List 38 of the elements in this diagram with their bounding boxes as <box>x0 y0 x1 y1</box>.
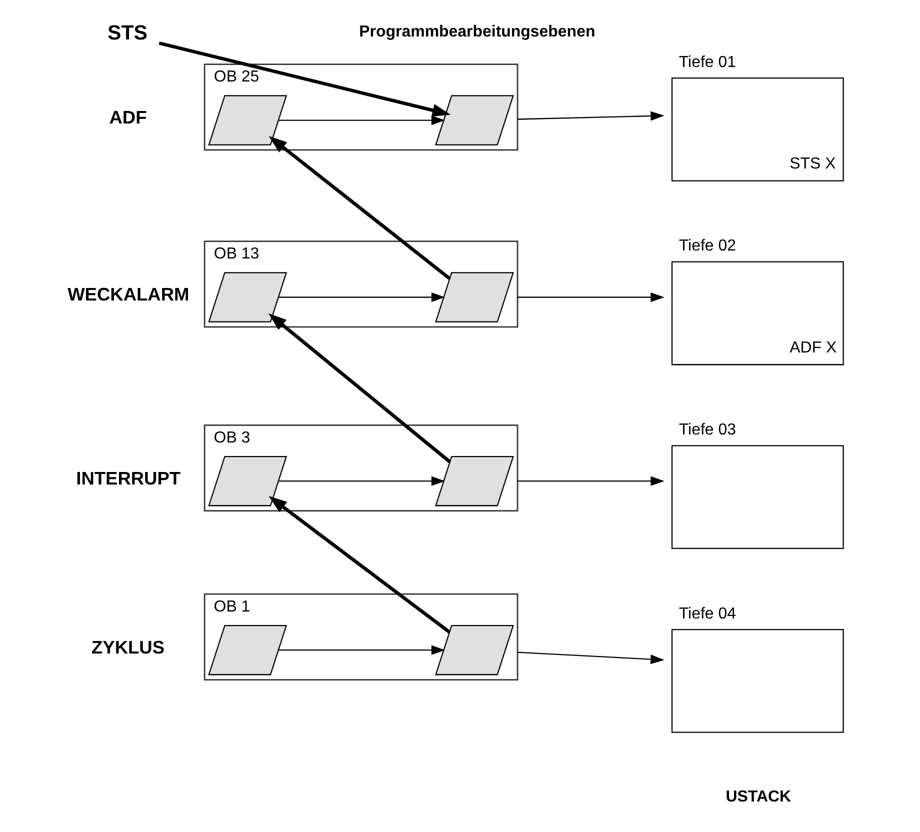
node-box <box>208 95 288 146</box>
node-label: ZYKLUS <box>92 636 165 658</box>
node-box: STS X <box>671 77 844 182</box>
label: USTACK <box>726 788 792 806</box>
node-label: Tiefe 04 <box>678 605 736 622</box>
label: Programmbearbeitungsebenen <box>359 24 596 41</box>
arrow <box>268 136 451 280</box>
node-box <box>208 272 288 322</box>
arrow <box>518 476 664 486</box>
node-box <box>208 624 288 676</box>
cluster: OB 13 <box>204 240 518 328</box>
arrow <box>278 115 446 126</box>
node-box <box>671 628 844 733</box>
node-box <box>435 456 514 506</box>
cluster: OB 25 <box>204 64 518 151</box>
cluster: OB 1 <box>204 593 518 680</box>
arrow <box>518 652 664 664</box>
node-box <box>435 272 514 322</box>
node-box <box>208 456 288 506</box>
node-label: Tiefe 01 <box>678 54 736 71</box>
arrow <box>158 41 451 117</box>
arrow <box>278 645 446 655</box>
node-label: INTERRUPT <box>76 467 181 488</box>
arrow <box>268 313 451 464</box>
node-label: ADF <box>109 106 147 128</box>
node-label: Tiefe 02 <box>678 238 736 255</box>
arrow <box>518 292 664 302</box>
node-label: WECKALARM <box>68 283 190 304</box>
node-box <box>671 445 844 550</box>
arrow <box>518 111 664 121</box>
arrow <box>278 476 446 486</box>
arrow <box>268 496 451 634</box>
node-box <box>435 95 514 146</box>
node-box: ADF X <box>671 261 844 366</box>
node-text: STS <box>108 22 148 45</box>
node-box <box>435 624 514 676</box>
arrow <box>278 292 446 302</box>
node-label: Tiefe 03 <box>678 421 736 438</box>
